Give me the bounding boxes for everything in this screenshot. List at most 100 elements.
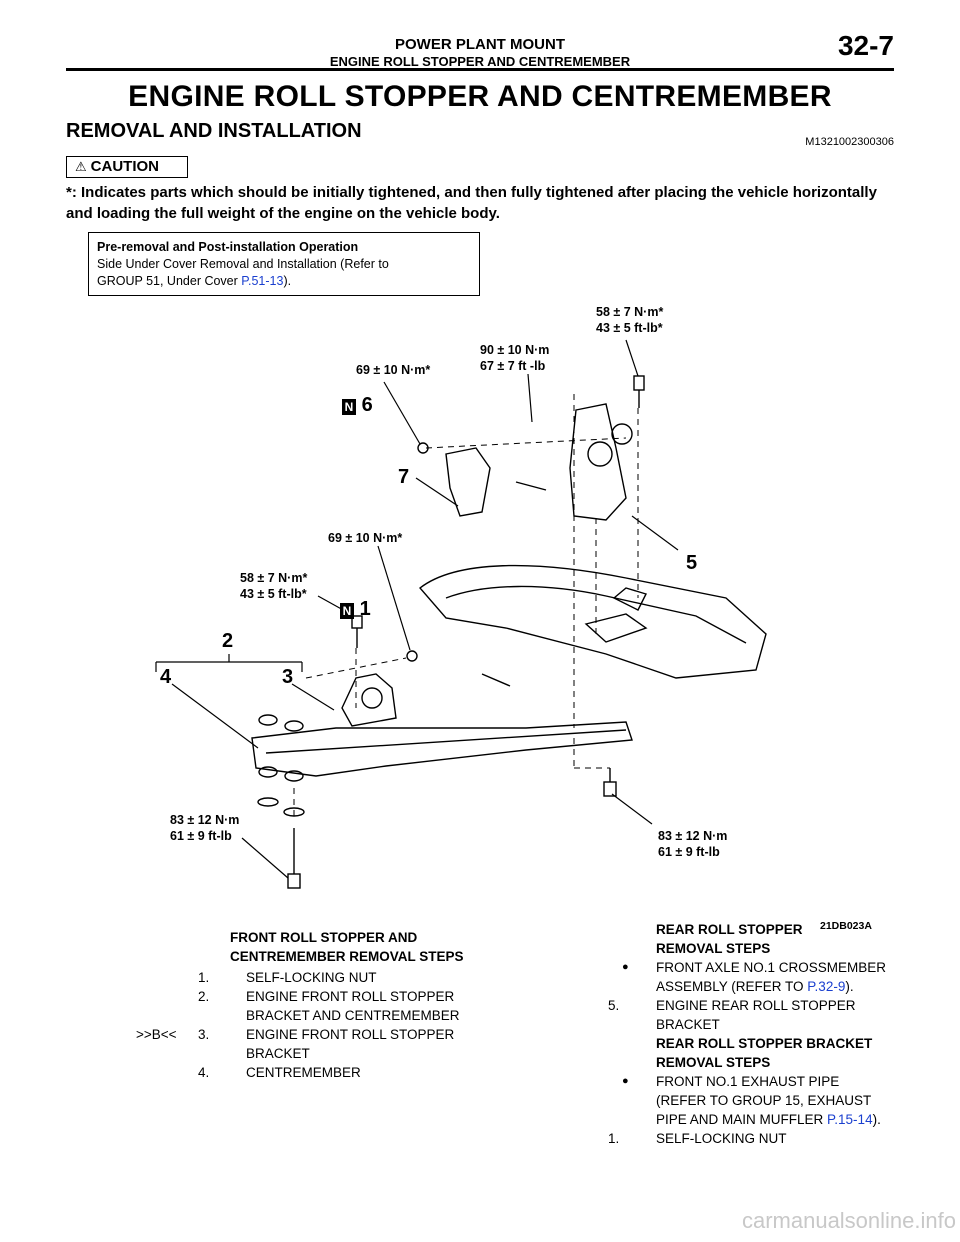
caution-label: CAUTION [90,158,159,175]
insulator-1 [258,714,278,726]
leader-top-right [625,339,639,377]
torque-top-right-nm: 58 ± 7 N·m* [596,305,664,319]
pre-removal-line2-prefix: GROUP 51, Under Cover [97,274,242,288]
bullet-text: FRONT AXLE NO.1 CROSSMEMBER ASSEMBLY (RE… [656,958,892,996]
step-row: 1. SELF-LOCKING NUT [608,1129,908,1148]
exploded-diagram: 58 ± 7 N·m* 43 ± 5 ft-lb* 90 ± 10 N·m 67… [66,298,894,920]
figure-code: 21DB023A [820,920,872,932]
step-number: 1. [198,970,210,985]
bullet-text: FRONT NO.1 EXHAUST PIPE (REFER TO GROUP … [656,1072,892,1129]
bullet-text-prefix: FRONT NO.1 EXHAUST PIPE (REFER TO GROUP … [656,1074,872,1127]
step-row: 4. CENTREMEMBER [198,1063,490,1082]
step-text: SELF-LOCKING NUT [656,1131,787,1146]
torque-one: 69 ± 10 N·m* [328,531,403,545]
leader-six [383,381,421,445]
bullet-text-suffix: ). [845,979,854,994]
leader-five [631,515,679,551]
torque-bottom-left-nm: 83 ± 12 N·m [170,813,240,827]
pre-removal-line2: GROUP 51, Under Cover P.51-13). [97,273,471,290]
page-number: 32-7 [837,30,894,61]
caution-badge: ⚠CAUTION [66,156,188,178]
rear-bushing-cap [611,423,633,445]
step-text: SELF-LOCKING NUT [246,970,377,985]
callout-5: 5 [686,552,698,574]
callout-2: 2 [222,630,234,652]
front-roll-stopper-bracket [341,673,397,727]
step-text: ENGINE REAR ROLL STOPPER BRACKET [656,998,856,1032]
rear-bracket-steps-heading: REAR ROLL STOPPER BRACKET REMOVAL STEPS [656,1036,873,1070]
leader-bottom-right [611,793,653,825]
crossmember-bracket [584,613,648,643]
section-title: REMOVAL AND INSTALLATION [66,120,362,142]
bolt-top-right [633,375,645,391]
pre-removal-title: Pre-removal and Post-installation Operat… [97,240,359,254]
leader-one [377,545,411,651]
torque-bottom-left-ftlb: 61 ± 9 ft-lb [170,829,232,843]
procedure-mark: >>B<< [136,1027,177,1042]
torque-left-ftlb: 43 ± 5 ft-lb* [240,587,307,601]
header-title: POWER PLANT MOUNT [395,36,565,53]
bracket-7 [445,447,491,517]
warning-triangle-icon: ⚠ [75,159,87,174]
insulator-3 [258,766,278,778]
under-cover-link[interactable]: P.51-13 [241,274,284,288]
torque-left-nm: 58 ± 7 N·m* [240,571,308,585]
new-part-n-icon: N [340,603,354,619]
torque-mid-nm: 90 ± 10 N·m [480,343,550,357]
callout-1-num: 1 [359,598,371,620]
new-part-n-icon: N [342,399,356,415]
insulator-2 [284,720,304,732]
bullet-row: ● FRONT AXLE NO.1 CROSSMEMBER ASSEMBLY (… [608,958,908,996]
front-steps-heading: FRONT ROLL STOPPER AND CENTREMEMBER REMO… [230,930,464,964]
torque-six: 69 ± 10 N·m* [356,363,431,377]
step-number: 4. [198,1065,210,1080]
bolt-bottom-right [603,781,617,797]
leader-seven [415,477,459,507]
leader-bottom-left [241,837,289,879]
torque-top-right-ftlb: 43 ± 5 ft-lb* [596,321,663,335]
callout-6-num: 6 [361,394,373,416]
pre-removal-box: Pre-removal and Post-installation Operat… [88,232,480,296]
torque-bottom-right-ftlb: 61 ± 9 ft-lb [658,845,720,859]
centremember-outline [251,721,633,777]
centremember-edge [265,729,627,754]
step-row: >>B<< 3. ENGINE FRONT ROLL STOPPER BRACK… [136,1025,490,1063]
bullet-icon: ● [622,1075,629,1087]
torque-mid-ftlb: 67 ± 7 ft -lb [480,359,546,373]
crossmember-mount [612,587,647,611]
callout-3: 3 [282,666,294,688]
nut-1 [406,650,418,662]
rear-removal-steps: REAR ROLL STOPPER REMOVAL STEPS ● FRONT … [608,920,908,1148]
section-code: M1321002300306 [805,136,894,148]
rear-roll-stopper-bracket [569,403,627,521]
step-row: 1. SELF-LOCKING NUT [198,968,490,987]
long-bolt-front [481,673,511,687]
caution-text: *: Indicates parts which should be initi… [66,184,877,222]
step-text: ENGINE FRONT ROLL STOPPER BRACKET [246,1027,455,1061]
assembly-line-g [305,657,407,679]
front-bushing [361,687,383,709]
leader-four [171,683,259,749]
leader-mid [527,373,533,423]
step-row: 2. ENGINE FRONT ROLL STOPPER BRACKET AND… [198,987,490,1025]
step-number: 3. [198,1027,210,1042]
step-text: CENTREMEMBER [246,1065,361,1080]
step-row: 5. ENGINE REAR ROLL STOPPER BRACKET [608,996,908,1034]
watermark: carmanualsonline.info [741,1208,956,1233]
exhaust-link[interactable]: P.15-14 [827,1112,873,1127]
callout-6: N 6 [342,394,373,417]
front-removal-steps: FRONT ROLL STOPPER AND CENTREMEMBER REMO… [130,928,490,1082]
step-number: 2. [198,989,210,1004]
header-subtitle: ENGINE ROLL STOPPER AND CENTREMEMBER [329,54,631,69]
callout-4: 4 [160,666,172,688]
callout-1: N 1 [340,598,371,621]
bullet-row: ● FRONT NO.1 EXHAUST PIPE (REFER TO GROU… [608,1072,908,1129]
crossmember-link[interactable]: P.32-9 [807,979,846,994]
bullet-icon: ● [622,961,629,973]
torque-bottom-right-nm: 83 ± 12 N·m [658,829,728,843]
diagram-drawing [155,339,767,889]
callout-7: 7 [398,466,410,488]
step-number: 1. [608,1131,620,1146]
bullet-text-prefix: FRONT AXLE NO.1 CROSSMEMBER ASSEMBLY (RE… [656,960,887,994]
insulator-4 [284,770,304,782]
